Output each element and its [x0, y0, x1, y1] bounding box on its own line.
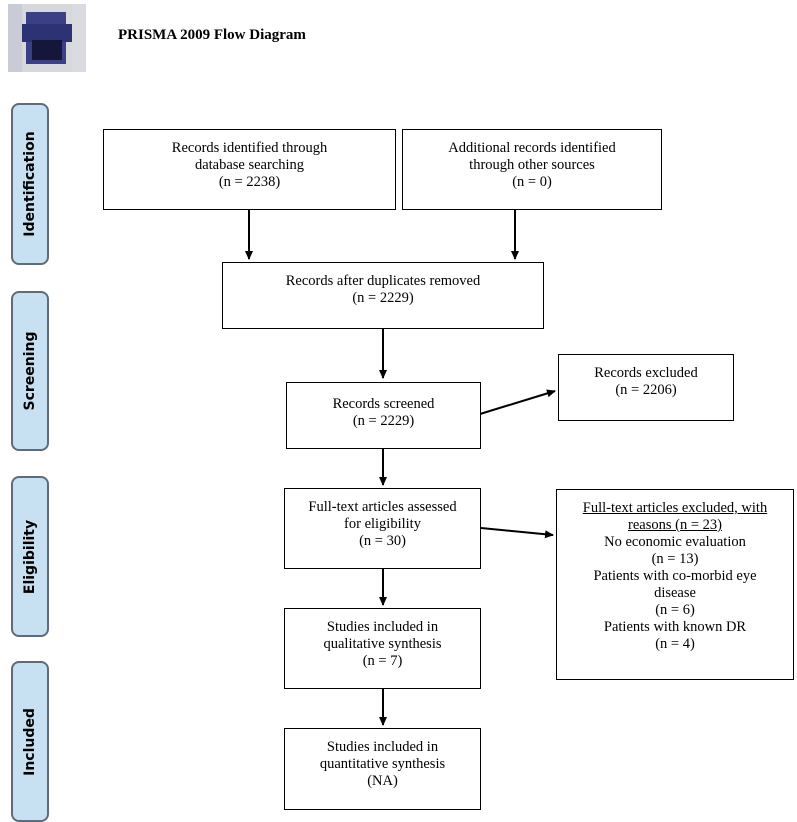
box-records-screened: Records screened (n = 2229) — [286, 382, 481, 449]
box-line: (n = 13) — [651, 551, 699, 567]
box-line: quantitative synthesis — [319, 756, 446, 772]
box-line: through other sources — [469, 157, 595, 173]
phase-included: Included — [11, 661, 49, 822]
box-line: (n = 7) — [362, 653, 403, 669]
box-line: Additional records identified — [448, 140, 616, 156]
arrow-fulltext-to-excluded — [480, 527, 554, 539]
page-title: PRISMA 2009 Flow Diagram — [118, 27, 306, 43]
box-line: No economic evaluation — [604, 534, 746, 550]
box-other-sources: Additional records identified through ot… — [402, 129, 662, 210]
prisma-logo — [8, 4, 86, 72]
box-line: Records excluded — [594, 365, 698, 381]
box-line: Patients with known DR — [603, 619, 747, 635]
box-database-search: Records identified through database sear… — [103, 129, 396, 210]
box-line: Studies included in — [326, 619, 439, 635]
box-duplicates-removed: Records after duplicates removed (n = 22… — [222, 262, 544, 329]
arrow-screened-to-excluded — [479, 389, 556, 415]
box-line: for eligibility — [344, 516, 421, 532]
box-line: (n = 2229) — [352, 290, 414, 306]
box-fulltext-excluded: Full-text articles excluded, with reason… — [556, 489, 794, 680]
box-records-excluded: Records excluded (n = 2206) — [558, 354, 734, 421]
box-line: disease — [654, 585, 696, 601]
phase-identification: Identification — [11, 103, 49, 265]
box-line: (n = 0) — [512, 174, 552, 190]
box-line: (n = 6) — [655, 602, 695, 618]
box-line: reasons (n = 23) — [628, 517, 722, 533]
box-line: Records after duplicates removed — [285, 273, 481, 289]
box-line: (n = 2229) — [352, 413, 415, 429]
box-line: (n = 2206) — [615, 382, 677, 398]
box-line: Full-text articles assessed — [308, 499, 457, 515]
box-line: Records screened — [332, 396, 435, 412]
box-fulltext-assessed: Full-text articles assessed for eligibil… — [284, 488, 481, 569]
box-qualitative-synthesis: Studies included in qualitative synthesi… — [284, 608, 481, 689]
box-line: Records identified through — [171, 140, 328, 156]
box-line: (n = 2238) — [218, 174, 281, 190]
box-line: Full-text articles excluded, with — [582, 500, 768, 516]
box-quantitative-synthesis: Studies included in quantitative synthes… — [284, 728, 481, 810]
phase-eligibility: Eligibility — [11, 476, 49, 637]
box-line: (NA) — [367, 773, 398, 789]
phase-screening: Screening — [11, 291, 49, 451]
box-line: (n = 4) — [655, 636, 695, 652]
box-line: qualitative synthesis — [323, 636, 442, 652]
box-line: Patients with co-morbid eye — [593, 568, 757, 584]
box-line: database searching — [194, 157, 305, 173]
box-line: (n = 30) — [359, 533, 406, 549]
box-line: Studies included in — [326, 739, 439, 755]
